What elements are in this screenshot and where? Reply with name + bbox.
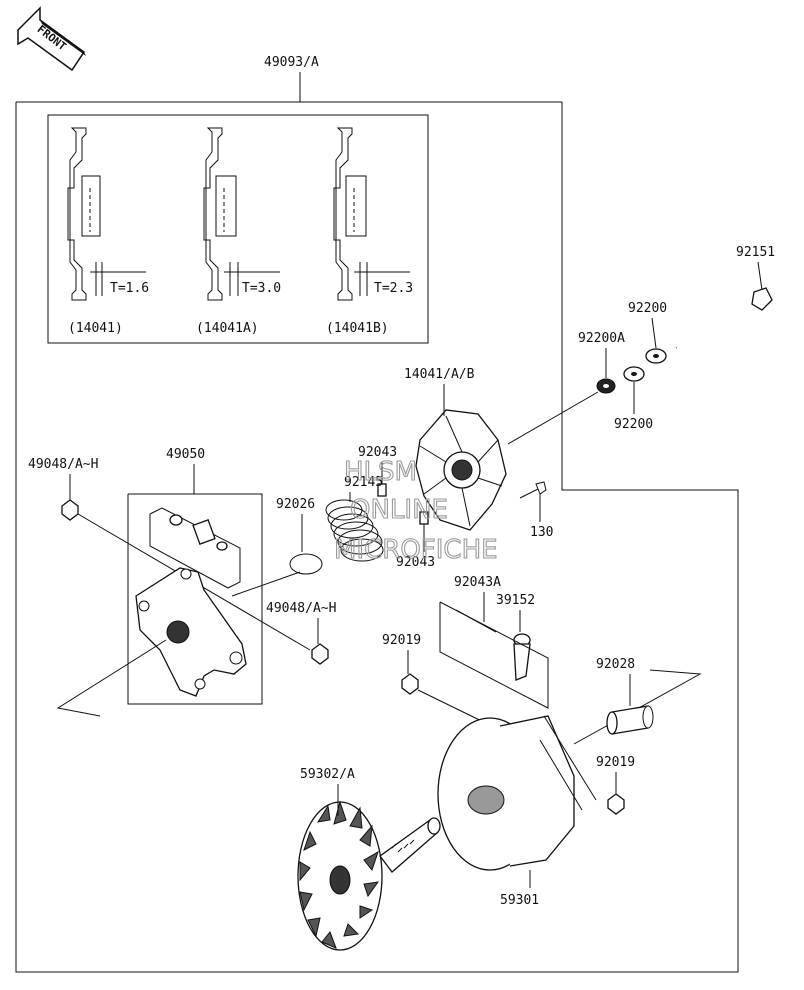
label-92043A: 92043A — [454, 575, 501, 590]
label-92145: 92145 — [344, 475, 383, 490]
label-92019-top: 92019 — [382, 633, 421, 648]
svg-text:HLSM: HLSM — [344, 457, 417, 487]
svg-text:MICROFICHE: MICROFICHE — [334, 535, 498, 565]
label-49050: 49050 — [166, 447, 205, 462]
label-92019-bottom: 92019 — [596, 755, 635, 770]
weight-arm-49050 — [135, 567, 247, 697]
variant-profile-1 — [67, 127, 146, 301]
nut-49048-top — [61, 499, 79, 521]
label-59302: 59302/A — [300, 767, 355, 782]
spring-92145 — [325, 499, 384, 562]
svg-text:ONLINE: ONLINE — [350, 495, 448, 525]
variant-inset-box — [47, 114, 429, 344]
label-92026: 92026 — [276, 497, 315, 512]
label-130: 130 — [530, 525, 553, 540]
variant-part-2: (14041A) — [196, 321, 259, 336]
bushing-92028 — [606, 705, 654, 735]
variant-part-1: (14041) — [68, 321, 123, 336]
nut-49048-bottom — [311, 643, 329, 665]
front-arrow-icon: FRONT — [17, 6, 86, 72]
label-92043-bottom: 92043 — [396, 555, 435, 570]
variant-profile-3 — [333, 127, 410, 301]
label-59301: 59301 — [500, 893, 539, 908]
weight-box-49050 — [127, 493, 263, 705]
assembly-label: 49093/A — [264, 55, 319, 70]
label-92200A: 92200A — [578, 331, 625, 346]
variant-thickness-2: T=3.0 — [242, 281, 281, 296]
spider-14041 — [415, 409, 507, 531]
variant-thickness-1: T=1.6 — [110, 281, 149, 296]
label-92028: 92028 — [596, 657, 635, 672]
nut-92019-bottom — [607, 793, 625, 815]
nut-92019-top — [401, 673, 419, 695]
label-14041: 14041/A/B — [404, 367, 475, 382]
label-92043-top: 92043 — [358, 445, 397, 460]
bolt-130 — [519, 481, 547, 499]
label-92200-bottom: 92200 — [614, 417, 653, 432]
fixed-sheave-59302 — [297, 800, 441, 951]
ring-92026 — [289, 553, 323, 575]
label-92200-top: 92200 — [628, 301, 667, 316]
watermark: HLSM ONLINE MICROFICHE — [333, 456, 498, 565]
variant-part-3: (14041B) — [326, 321, 389, 336]
label-49048-bottom: 49048/A~H — [266, 601, 336, 616]
bolt-92151 — [675, 287, 773, 350]
roller-39152 — [513, 633, 531, 681]
label-39152: 39152 — [496, 593, 535, 608]
variant-thickness-3: T=2.3 — [374, 281, 413, 296]
assembly-outline — [15, 101, 739, 973]
label-49048-top: 49048/A~H — [28, 457, 98, 472]
movable-sheave-59301 — [437, 715, 597, 871]
variant-profile-2 — [203, 127, 280, 301]
label-92151: 92151 — [736, 245, 775, 260]
